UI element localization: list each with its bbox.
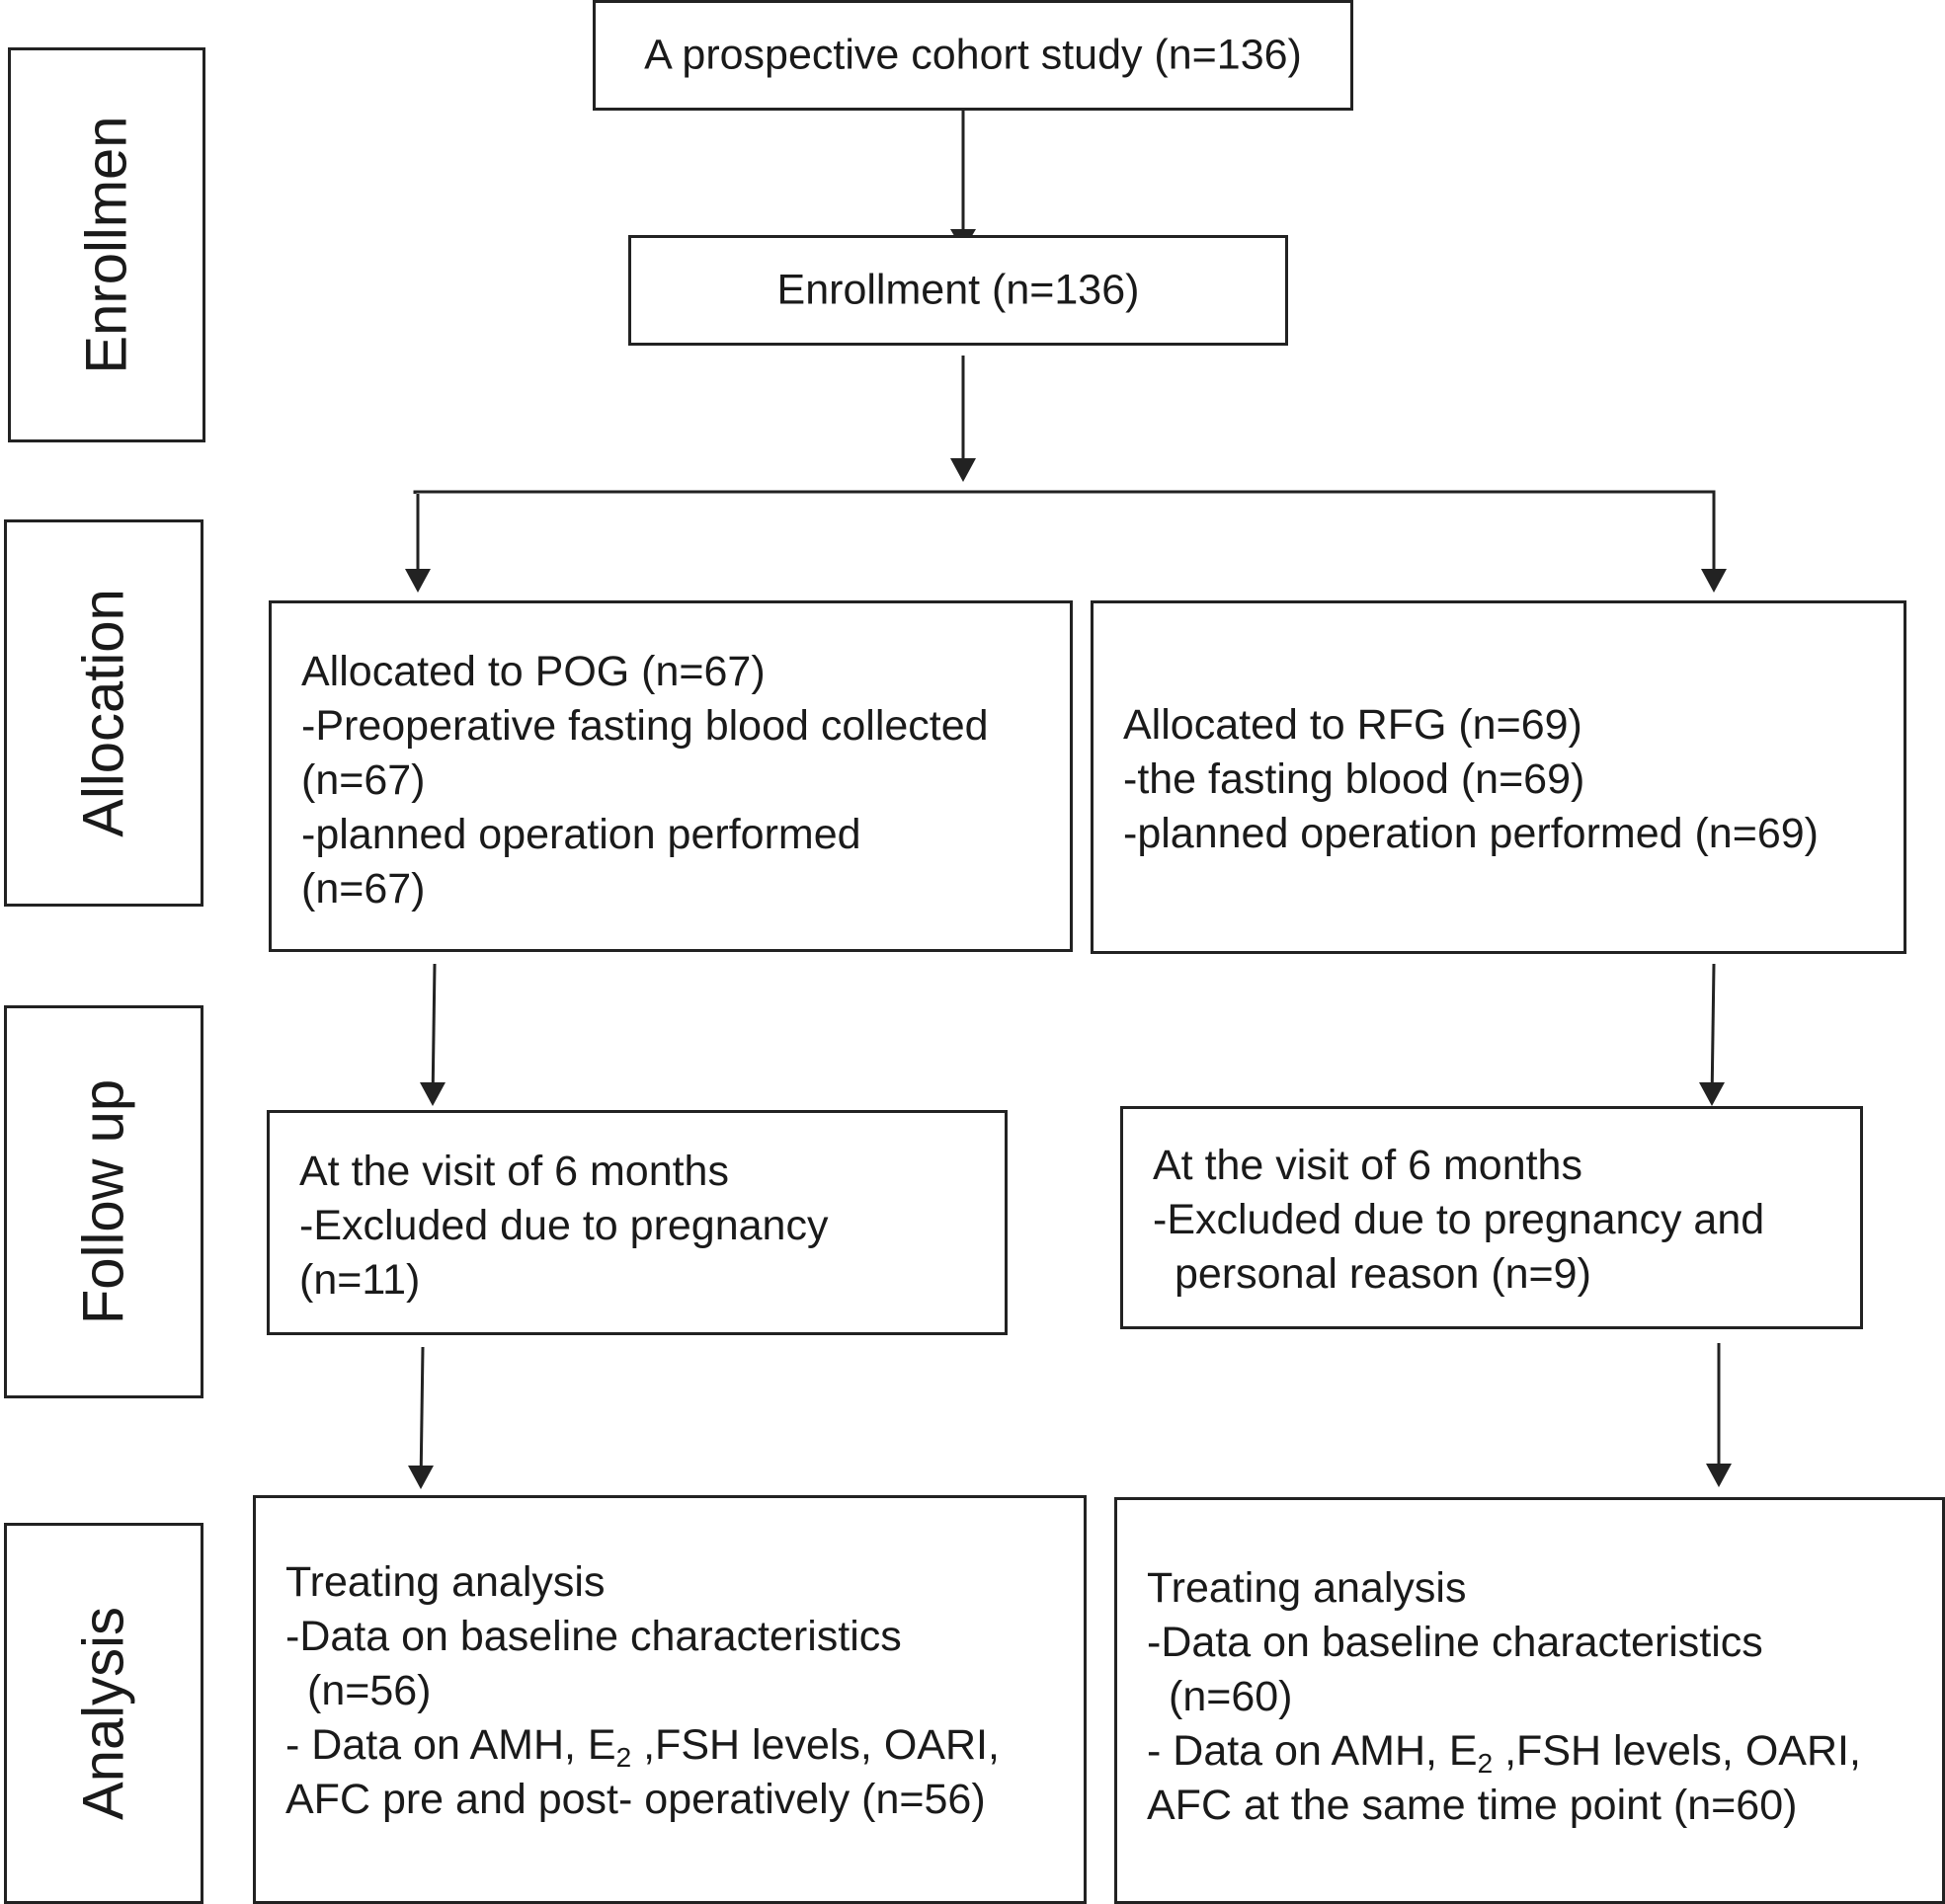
- rfg-followup-box: At the visit of 6 months -Excluded due t…: [1120, 1106, 1863, 1329]
- rfg-followup-line-2: -Excluded due to pregnancy and: [1153, 1196, 1765, 1243]
- pog-allocation-title: Allocated to POG (n=67): [301, 648, 766, 695]
- rfg-analysis-line-4-sub: 2: [1477, 1748, 1494, 1779]
- phase-follow-up: Follow up: [4, 1005, 203, 1398]
- pog-allocation-line-2: (n=67): [301, 756, 426, 804]
- arrowhead: [408, 1466, 434, 1489]
- phase-allocation-label: Allocation: [71, 589, 136, 837]
- rfg-analysis-line-4-post: ,FSH levels, OARI,: [1493, 1727, 1861, 1775]
- pog-analysis-line-4-post: ,FSH levels, OARI,: [631, 1721, 1000, 1769]
- phase-enrollment: Enrollmen: [8, 47, 205, 442]
- pog-allocation-line-1: -Preoperative fasting blood collected: [301, 702, 989, 750]
- pog-allocation-box: Allocated to POG (n=67) -Preoperative fa…: [269, 600, 1073, 952]
- study-box: A prospective cohort study (n=136): [593, 0, 1353, 111]
- arrowhead: [1701, 569, 1727, 593]
- rfg-allocation-box: Allocated to RFG (n=69) -the fasting blo…: [1091, 600, 1906, 954]
- pog-analysis-line-4-sub: 2: [615, 1742, 632, 1773]
- study-text: A prospective cohort study (n=136): [644, 31, 1302, 79]
- rfg-analysis-line-1: Treating analysis: [1147, 1564, 1467, 1612]
- arrowhead: [1706, 1464, 1732, 1487]
- arrowhead: [405, 569, 431, 593]
- pog-analysis-box: Treating analysis -Data on baseline char…: [253, 1495, 1087, 1904]
- pog-analysis-line-3: (n=56): [307, 1667, 432, 1714]
- rfg-followup-line-3: personal reason (n=9): [1175, 1250, 1591, 1298]
- pog-followup-box: At the visit of 6 months -Excluded due t…: [267, 1110, 1008, 1335]
- pog-analysis-line-4-pre: - Data on AMH, E: [285, 1721, 616, 1769]
- rfg-analysis-line-4-pre: - Data on AMH, E: [1147, 1727, 1478, 1775]
- phase-follow-up-label: Follow up: [71, 1078, 136, 1325]
- enrollment-text: Enrollment (n=136): [776, 266, 1140, 314]
- pog-analysis-line-4: - Data on AMH, E2 ,FSH levels, OARI,: [285, 1718, 1000, 1773]
- pog-followup-line-1: At the visit of 6 months: [299, 1148, 729, 1195]
- phase-allocation: Allocation: [4, 519, 203, 907]
- pog-analysis-line-5: AFC pre and post- operatively (n=56): [285, 1776, 986, 1823]
- pog-allocation-line-4: (n=67): [301, 865, 426, 912]
- rfg-allocation-line-2: -planned operation performed (n=69): [1123, 810, 1819, 857]
- arrow-rfg-allocation-to-followup: [1710, 963, 1716, 1103]
- enrollment-box: Enrollment (n=136): [628, 235, 1288, 346]
- arrowhead: [420, 1082, 446, 1106]
- pog-analysis-line-2: -Data on baseline characteristics: [285, 1613, 902, 1660]
- pog-followup-line-2: -Excluded due to pregnancy: [299, 1202, 829, 1249]
- rfg-followup-line-1: At the visit of 6 months: [1153, 1142, 1582, 1189]
- phase-enrollment-label: Enrollmen: [74, 116, 139, 374]
- pog-allocation-line-3: -planned operation performed: [301, 811, 861, 858]
- pog-followup-line-3: (n=11): [299, 1256, 421, 1304]
- phase-analysis: Analysis: [4, 1523, 203, 1904]
- phase-analysis-label: Analysis: [71, 1607, 136, 1820]
- rfg-allocation-title: Allocated to RFG (n=69): [1123, 701, 1582, 749]
- rfg-analysis-box: Treating analysis -Data on baseline char…: [1114, 1497, 1945, 1904]
- pog-analysis-line-1: Treating analysis: [285, 1558, 606, 1606]
- arrowhead: [950, 458, 976, 482]
- arrow-pog-followup-to-analysis: [419, 1346, 425, 1486]
- rfg-analysis-line-3: (n=60): [1169, 1673, 1293, 1720]
- rfg-allocation-line-1: -the fasting blood (n=69): [1123, 755, 1585, 803]
- arrow-pog-allocation-to-followup: [431, 963, 437, 1103]
- split-connector: [413, 490, 1716, 494]
- arrowhead: [1699, 1082, 1725, 1106]
- rfg-analysis-line-5: AFC at the same time point (n=60): [1147, 1782, 1798, 1829]
- rfg-analysis-line-2: -Data on baseline characteristics: [1147, 1619, 1763, 1666]
- rfg-analysis-line-4: - Data on AMH, E2 ,FSH levels, OARI,: [1147, 1724, 1861, 1779]
